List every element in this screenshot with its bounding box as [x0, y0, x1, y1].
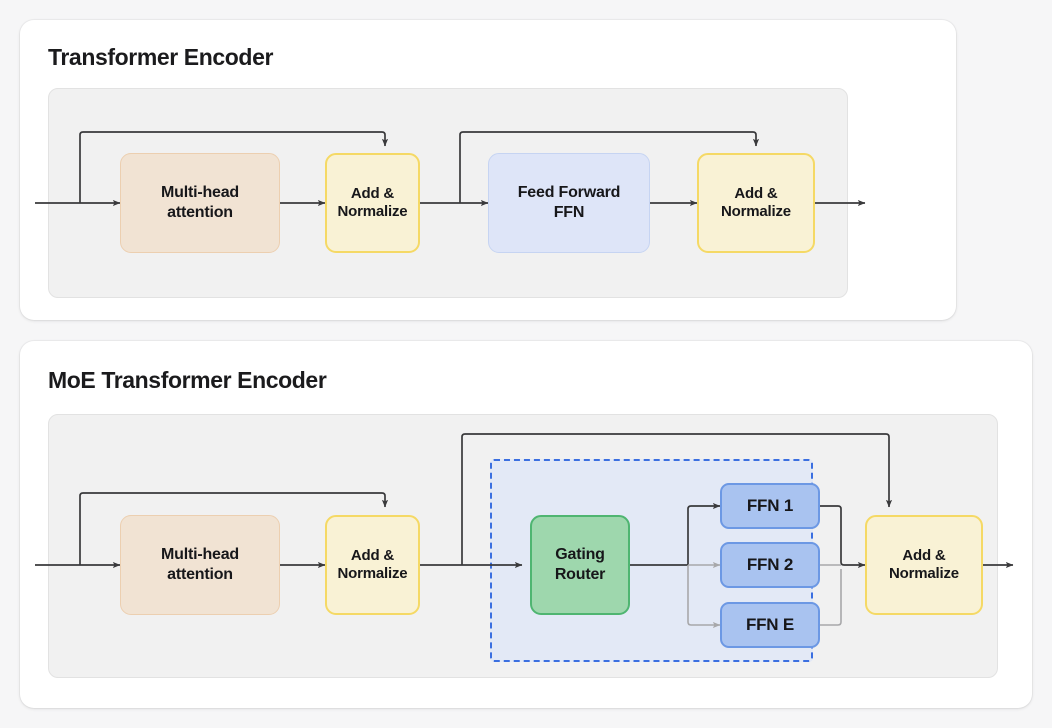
node-label-line2: Normalize — [337, 565, 408, 582]
node-label-line1: Gating — [555, 546, 605, 564]
node-label-line1: Add & — [350, 546, 395, 564]
node-expert-ffn-e[interactable]: FFN E — [720, 602, 820, 648]
node-label-line2: Router — [554, 566, 606, 583]
node-label: FFN 1 — [746, 495, 794, 515]
node-add-normalize-2[interactable]: Add & Normalize — [697, 153, 815, 253]
node-label-line1: Multi-head — [161, 184, 239, 202]
node-label-line1: Add & — [350, 184, 395, 202]
node-label-line2: Normalize — [889, 565, 959, 582]
moe-transformer-encoder-card: MoE Transformer Encoder — [20, 341, 1032, 708]
node-multi-head-attention[interactable]: Multi-head attention — [120, 153, 280, 253]
node-expert-ffn-2[interactable]: FFN 2 — [720, 542, 820, 588]
node-feed-forward-ffn[interactable]: Feed Forward FFN — [488, 153, 650, 253]
node-label-line2: Normalize — [721, 203, 791, 220]
node-label-line1: Feed Forward — [517, 184, 621, 202]
node-expert-ffn-1[interactable]: FFN 1 — [720, 483, 820, 529]
node-add-normalize-1[interactable]: Add & Normalize — [325, 515, 420, 615]
node-label-line2: FFN — [553, 204, 585, 221]
page-title-moe-transformer-encoder: MoE Transformer Encoder — [48, 367, 327, 393]
node-label: FFN 2 — [746, 554, 794, 574]
node-label-line1: Add & — [902, 546, 946, 564]
node-label-line2: attention — [167, 204, 233, 221]
page-title-transformer-encoder: Transformer Encoder — [48, 44, 274, 70]
node-add-normalize-1[interactable]: Add & Normalize — [325, 153, 420, 253]
transformer-encoder-card: Transformer Encoder — [20, 20, 956, 320]
node-label-line1: Add & — [734, 184, 778, 202]
node-label-line2: Normalize — [337, 203, 408, 220]
node-add-normalize-2[interactable]: Add & Normalize — [865, 515, 983, 615]
node-label: FFN E — [745, 614, 795, 634]
node-label-line2: attention — [167, 566, 233, 583]
node-gating-router[interactable]: Gating Router — [530, 515, 630, 615]
node-label-line1: Multi-head — [161, 546, 239, 564]
node-multi-head-attention[interactable]: Multi-head attention — [120, 515, 280, 615]
